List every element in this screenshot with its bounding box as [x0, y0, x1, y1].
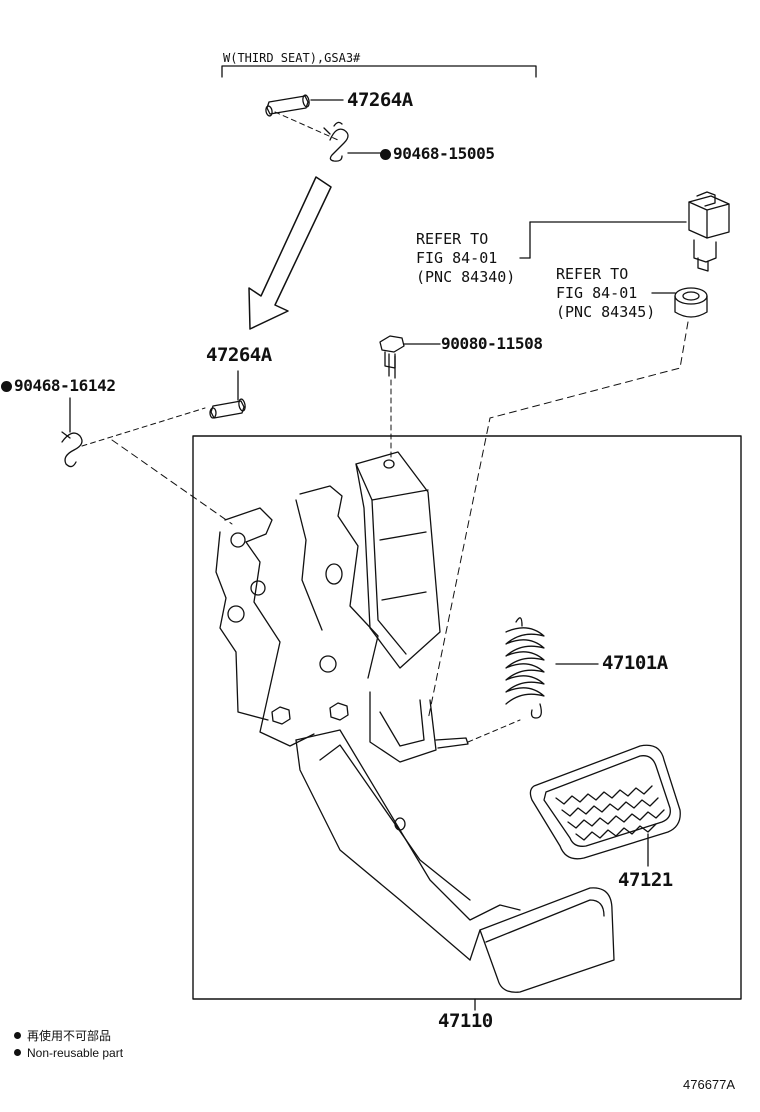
assembly-frame	[192, 435, 742, 1000]
part-number-clip-top[interactable]: 90468-15005	[380, 146, 495, 162]
part-number-clevis-pin-top[interactable]: 47264A	[347, 89, 413, 111]
direction-arrow	[248, 176, 332, 330]
spring-drawing	[505, 617, 599, 719]
legend-english-text: Non-reusable part	[27, 1046, 124, 1060]
non-reusable-marker-icon	[380, 149, 391, 160]
clip-side-drawing	[61, 397, 83, 468]
clip-top-drawing	[323, 121, 381, 162]
legend-japanese-text: 再使用不可部品	[27, 1029, 112, 1043]
reference-switch[interactable]: REFER TO FIG 84-01 (PNC 84340)	[416, 230, 516, 286]
pad-drawing	[529, 744, 681, 867]
non-reusable-marker-icon	[14, 1049, 21, 1056]
non-reusable-marker-icon	[14, 1032, 21, 1039]
part-number-clip-top-text: 90468-15005	[393, 144, 495, 163]
legend-japanese: 再使用不可部品	[14, 1030, 111, 1042]
clevis-pin-top-drawing	[265, 94, 344, 117]
clevis-pin-side-drawing	[209, 370, 246, 419]
part-number-bolt[interactable]: 90080-11508	[441, 334, 543, 353]
variant-bracket	[221, 65, 537, 78]
part-number-clip-side-text: 90468-16142	[14, 376, 116, 395]
part-number-spring[interactable]: 47101A	[602, 652, 668, 674]
bolt-drawing	[379, 335, 441, 379]
variant-label: W(THIRD SEAT),GSA3#	[223, 51, 361, 65]
figure-id: 476677A	[683, 1077, 736, 1092]
cushion-drawing	[651, 287, 708, 318]
part-number-clip-side[interactable]: 90468-16142	[1, 378, 116, 394]
pedal-assembly-drawing	[215, 451, 615, 993]
reference-cushion[interactable]: REFER TO FIG 84-01 (PNC 84345)	[556, 265, 656, 321]
switch-drawing	[519, 191, 730, 272]
part-number-pedal-assembly[interactable]: 47110	[438, 1010, 493, 1032]
part-number-clevis-pin-side[interactable]: 47264A	[206, 344, 272, 366]
legend-english: Non-reusable part	[14, 1047, 123, 1059]
part-number-pad[interactable]: 47121	[618, 869, 673, 891]
non-reusable-marker-icon	[1, 381, 12, 392]
